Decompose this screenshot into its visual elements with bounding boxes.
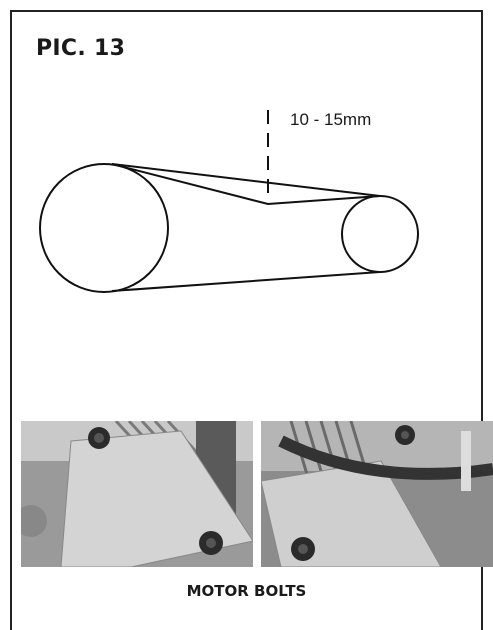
small-pulley <box>341 195 419 273</box>
figure-title: PIC. 13 <box>36 36 126 61</box>
motor-bolts-photo-right <box>261 421 493 567</box>
belt-top-deflected <box>111 163 381 206</box>
photo-caption: MOTOR BOLTS <box>186 582 307 600</box>
belt-tension-diagram <box>39 110 419 293</box>
belt-bottom <box>111 271 381 292</box>
belt-top-straight <box>111 163 381 197</box>
large-pulley <box>39 163 169 293</box>
motor-bolts-photo-left <box>21 421 253 567</box>
deflection-label: 10 - 15mm <box>290 110 372 129</box>
figure-frame <box>10 10 483 630</box>
